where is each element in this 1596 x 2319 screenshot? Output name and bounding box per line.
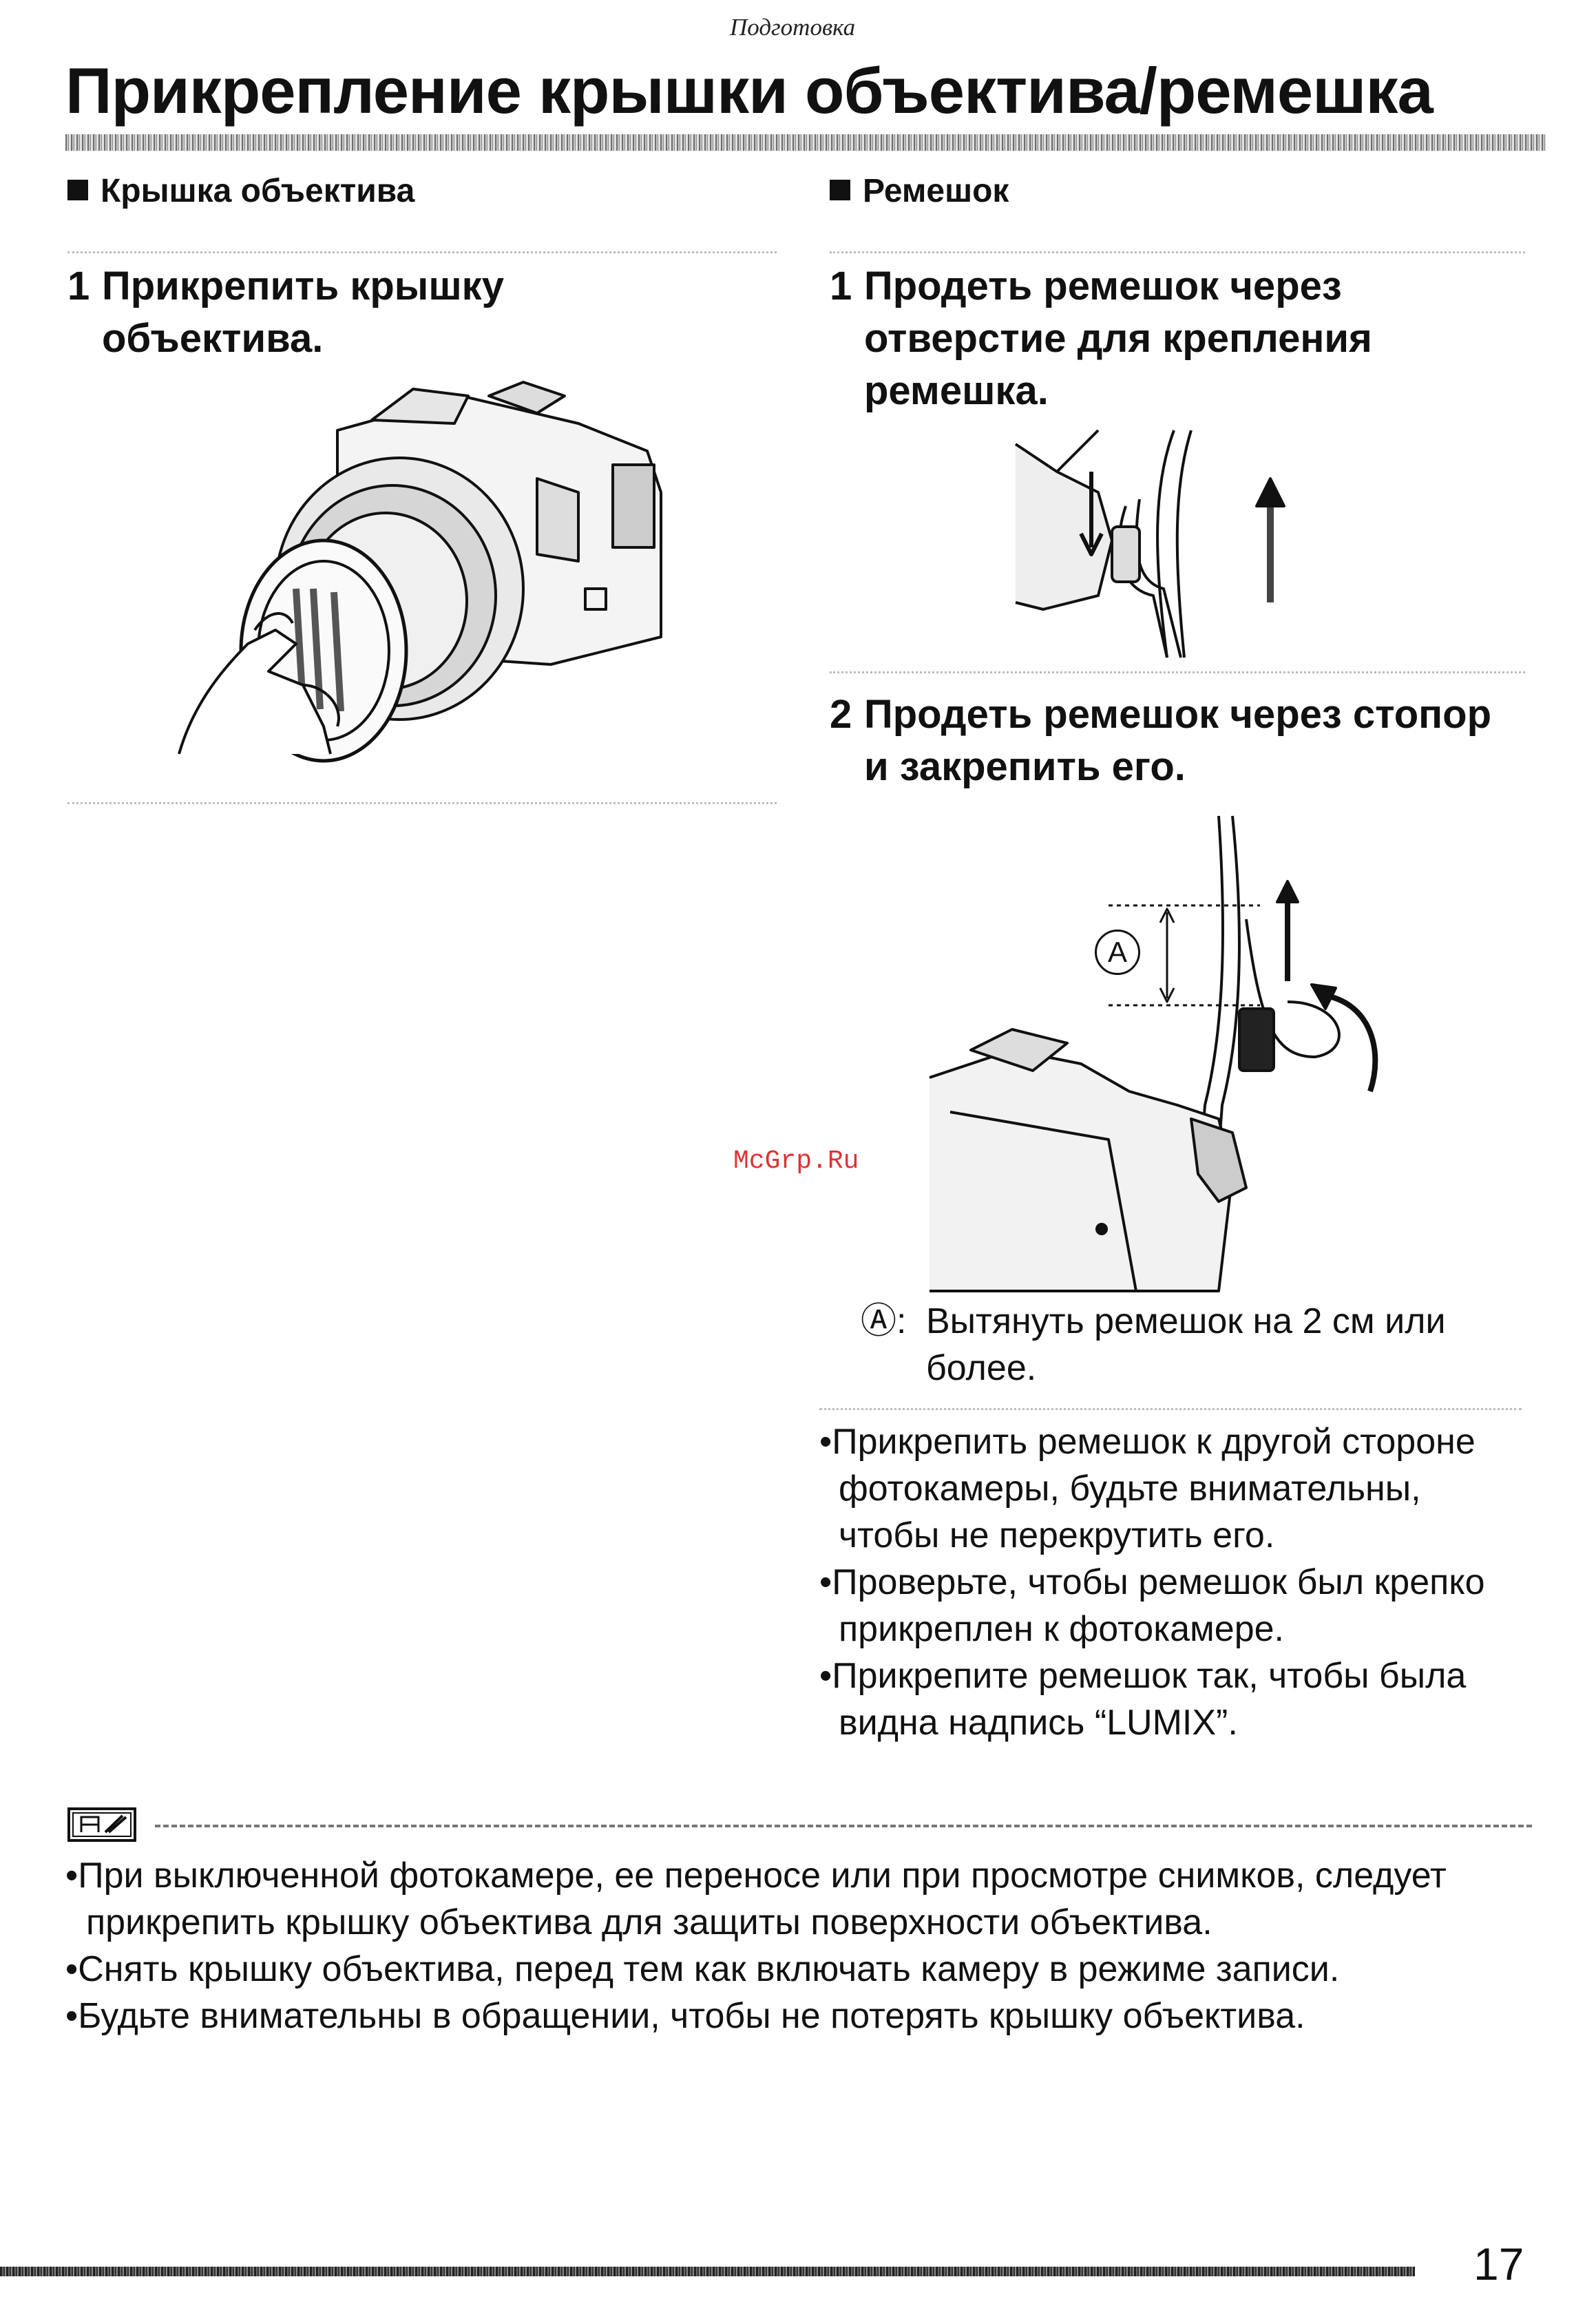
step-text-line: Продеть ремешок через стопор [864,692,1492,737]
marker-a: A [1095,930,1140,975]
caption-marker: Ⓐ: [861,1301,907,1341]
step-text-line: отверстие для крепления [864,316,1372,361]
bullet-item-cont: прикреплен к фотокамере. [839,1609,1284,1649]
caption-text: Вытянуть ремешок на 2 см или более. [926,1298,1546,1394]
divider [819,1408,1522,1410]
note-item: •При выключенной фотокамере, ее переносе… [65,1856,1447,1896]
page-title: Прикрепление крышки объектива/ремешка [65,54,1434,127]
step-text-line: Продеть ремешок через [864,264,1342,308]
strap-heading-text: Ремешок [863,173,1009,209]
strap-eyelet-illustration [1014,429,1285,658]
bullet-item-cont: фотокамеры, будьте внимательны, [839,1469,1421,1509]
caption-line: более. [926,1348,1037,1388]
page-number: 17 [1473,2238,1524,2289]
divider [830,251,1525,253]
note-item: •Снять крышку объектива, перед тем как в… [65,1949,1340,1989]
strap-step-1: 1 Продеть ремешок через отверстие для кр… [830,260,1553,426]
bullet-item: •Прикрепить ремешок к другой стороне [819,1422,1476,1462]
note-item-cont: прикрепить крышку объектива для защиты п… [86,1902,1212,1942]
notes-divider [155,1825,1532,1827]
note-item: •Будьте внимательны в обращении, чтобы н… [65,1996,1305,2036]
title-underline [65,134,1546,151]
camera-lens-cap-illustration [178,381,662,763]
divider [830,671,1525,673]
note-icon [67,1807,136,1842]
watermark: McGrp.Ru [733,1146,859,1176]
strap-bullets: •Прикрепить ремешок к другой стороне фот… [819,1418,1577,1756]
section-label: Подготовка [730,14,856,41]
step-text-line: Прикрепить крышку [102,264,504,308]
step-number: 1 [67,264,90,308]
bullet-item-cont: чтобы не перекрутить его. [839,1515,1275,1555]
lens-cap-step-1: 1 Прикрепить крышку объектива. [67,260,756,370]
marker-a-label: A [1107,936,1127,968]
divider [67,251,777,253]
step-text-line: ремешка. [864,368,1049,413]
notes-bullets: •При выключенной фотокамере, ее переносе… [65,1852,1546,2059]
lens-cap-heading-text: Крышка объектива [101,173,415,209]
divider [67,802,777,804]
step-number: 1 [830,264,852,308]
strap-step-2: 2 Продеть ремешок через стопор и закрепи… [830,689,1573,799]
strap-heading: Ремешок [830,172,1009,210]
lens-cap-heading: Крышка объектива [67,172,414,210]
step-text-line: и закрепить его. [864,744,1186,789]
strap-buckle-illustration [929,815,1378,1292]
bullet-item: •Проверьте, чтобы ремешок был крепко [819,1562,1485,1602]
footer-bar [0,2267,1415,2276]
caption-line: Вытянуть ремешок на 2 см или [926,1301,1446,1341]
square-bullet-icon [67,180,88,201]
bullet-item: •Прикрепите ремешок так, чтобы была [819,1656,1467,1696]
square-bullet-icon [830,180,850,201]
step-number: 2 [830,692,852,737]
bullet-item-cont: видна надпись “LUMIX”. [839,1703,1238,1743]
step-text-line: объектива. [102,316,324,361]
